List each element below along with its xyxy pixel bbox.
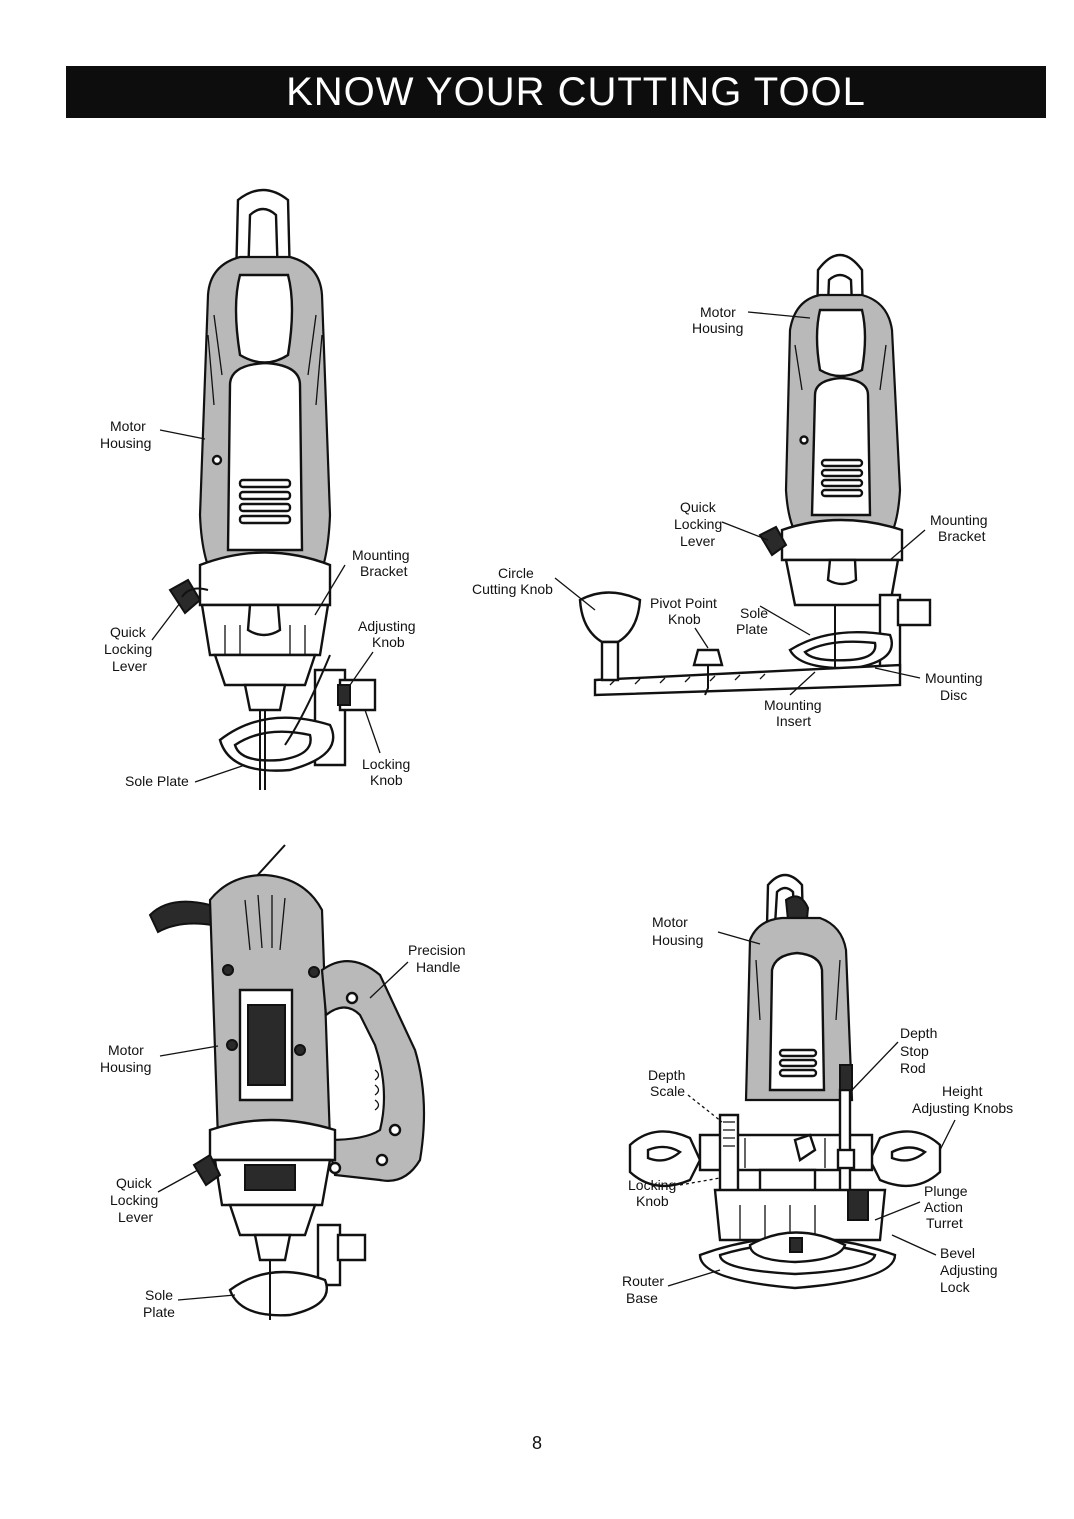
svg-text:Bracket: Bracket — [938, 528, 986, 544]
svg-text:Depth: Depth — [900, 1025, 937, 1041]
callout-sole-plate: Sole Plate — [143, 1287, 236, 1320]
svg-text:Router: Router — [622, 1273, 664, 1289]
svg-text:Housing: Housing — [100, 435, 151, 451]
svg-text:Scale: Scale — [650, 1083, 685, 1099]
svg-text:Knob: Knob — [372, 634, 405, 650]
tool-illustration — [168, 188, 377, 790]
callout-bevel-adjusting-lock: Bevel Adjusting Lock — [891, 1234, 998, 1295]
callout-motor-housing: Motor Housing — [100, 1042, 219, 1075]
svg-text:Lever: Lever — [118, 1209, 153, 1225]
svg-text:Knob: Knob — [636, 1193, 669, 1209]
svg-text:Plate: Plate — [143, 1304, 175, 1320]
svg-text:Mounting: Mounting — [930, 512, 988, 528]
callout-depth-stop-rod: Depth Stop Rod — [851, 1025, 937, 1091]
callout-motor-housing: Motor Housing — [692, 304, 811, 336]
svg-text:Quick: Quick — [116, 1175, 153, 1191]
callout-circle-cutting-knob: Circle Cutting Knob — [472, 565, 596, 611]
svg-text:Housing: Housing — [652, 932, 703, 948]
callout-adjusting-knob: Adjusting Knob — [349, 618, 416, 686]
callout-quick-locking-lever: Quick Locking Lever — [104, 602, 181, 674]
vent-slots — [778, 1048, 818, 1078]
svg-text:Turret: Turret — [926, 1215, 963, 1231]
callout-depth-scale: Depth Scale — [648, 1067, 723, 1123]
svg-text:Motor: Motor — [110, 418, 146, 434]
vent-slots — [820, 458, 864, 498]
tool-illustration — [578, 253, 932, 697]
callout-quick-locking-lever: Quick Locking Lever — [674, 499, 769, 549]
svg-text:Action: Action — [924, 1199, 963, 1215]
svg-text:Height: Height — [942, 1083, 983, 1099]
svg-text:Motor: Motor — [108, 1042, 144, 1058]
svg-text:Housing: Housing — [100, 1059, 151, 1075]
svg-text:Locking: Locking — [674, 516, 722, 532]
svg-text:Mounting: Mounting — [764, 697, 822, 713]
callout-motor-housing: Motor Housing — [652, 914, 761, 948]
svg-text:Lever: Lever — [680, 533, 715, 549]
header-bar: KNOW YOUR CUTTING TOOL — [66, 66, 1046, 118]
svg-text:Cutting Knob: Cutting Knob — [472, 581, 553, 597]
svg-text:Plate: Plate — [736, 621, 768, 637]
svg-text:Sole: Sole — [740, 605, 768, 621]
figure-tool-upright: Motor Housing Mounting Bracket Quick Loc… — [100, 188, 416, 790]
callout-mounting-bracket: Mounting Bracket — [889, 512, 988, 561]
callout-sole-plate: Sole Plate — [125, 764, 246, 789]
tool-illustration — [148, 844, 426, 1320]
vent-slots — [238, 478, 292, 525]
svg-text:Motor: Motor — [700, 304, 736, 320]
page-number: 8 — [531, 1433, 542, 1453]
svg-text:Locking: Locking — [104, 641, 152, 657]
callout-height-adjusting-knobs: Height Adjusting Knobs — [912, 1083, 1013, 1151]
svg-text:Rod: Rod — [900, 1060, 926, 1076]
svg-text:Adjusting: Adjusting — [940, 1262, 998, 1278]
svg-text:Circle: Circle — [498, 565, 534, 581]
svg-text:Bevel: Bevel — [940, 1245, 975, 1261]
callout-locking-knob: Locking Knob — [362, 709, 410, 788]
callout-quick-locking-lever: Quick Locking Lever — [110, 1169, 199, 1225]
svg-text:Insert: Insert — [776, 713, 811, 729]
callout-mounting-insert: Mounting Insert — [764, 671, 822, 729]
callout-mounting-disc: Mounting Disc — [874, 667, 983, 703]
callout-sole-plate: Sole Plate — [736, 605, 811, 637]
svg-text:Locking: Locking — [628, 1177, 676, 1193]
svg-text:Quick: Quick — [110, 624, 147, 640]
svg-text:Precision: Precision — [408, 942, 466, 958]
page-title: KNOW YOUR CUTTING TOOL — [286, 70, 866, 114]
svg-text:Disc: Disc — [940, 687, 967, 703]
svg-text:Depth: Depth — [648, 1067, 685, 1083]
svg-text:Quick: Quick — [680, 499, 717, 515]
svg-text:Locking: Locking — [362, 756, 410, 772]
svg-text:Adjusting Knobs: Adjusting Knobs — [912, 1100, 1013, 1116]
svg-text:Mounting: Mounting — [352, 547, 410, 563]
callout-motor-housing: Motor Housing — [100, 418, 206, 451]
callout-pivot-point-knob: Pivot Point Knob — [650, 595, 717, 649]
svg-text:Knob: Knob — [668, 611, 701, 627]
figure-tool-router-base: Motor Housing Depth Stop Rod Depth Scale… — [622, 873, 1013, 1306]
callout-mounting-bracket: Mounting Bracket — [314, 547, 410, 616]
svg-text:Motor: Motor — [652, 914, 688, 930]
figure-tool-precision-handle: Precision Handle Motor Housing Quick Loc… — [100, 844, 466, 1320]
svg-text:Sole: Sole — [145, 1287, 173, 1303]
svg-text:Pivot Point: Pivot Point — [650, 595, 717, 611]
svg-text:Lever: Lever — [112, 658, 147, 674]
svg-text:Knob: Knob — [370, 772, 403, 788]
callout-router-base: Router Base — [622, 1269, 721, 1306]
callout-plunge-action-turret: Plunge Action Turret — [874, 1183, 968, 1231]
svg-text:Locking: Locking — [110, 1192, 158, 1208]
svg-text:Sole Plate: Sole Plate — [125, 773, 189, 789]
tool-illustration — [628, 873, 942, 1290]
svg-text:Housing: Housing — [692, 320, 743, 336]
svg-text:Adjusting: Adjusting — [358, 618, 416, 634]
svg-text:Base: Base — [626, 1290, 658, 1306]
svg-text:Stop: Stop — [900, 1043, 929, 1059]
svg-text:Handle: Handle — [416, 959, 461, 975]
svg-text:Plunge: Plunge — [924, 1183, 968, 1199]
figure-tool-circle-cutter: Motor Housing Quick Locking Lever Mounti… — [472, 253, 988, 729]
svg-text:Bracket: Bracket — [360, 563, 408, 579]
callout-precision-handle: Precision Handle — [369, 942, 466, 999]
svg-text:Lock: Lock — [940, 1279, 971, 1295]
svg-text:Mounting: Mounting — [925, 670, 983, 686]
callout-locking-knob: Locking Knob — [628, 1177, 721, 1209]
